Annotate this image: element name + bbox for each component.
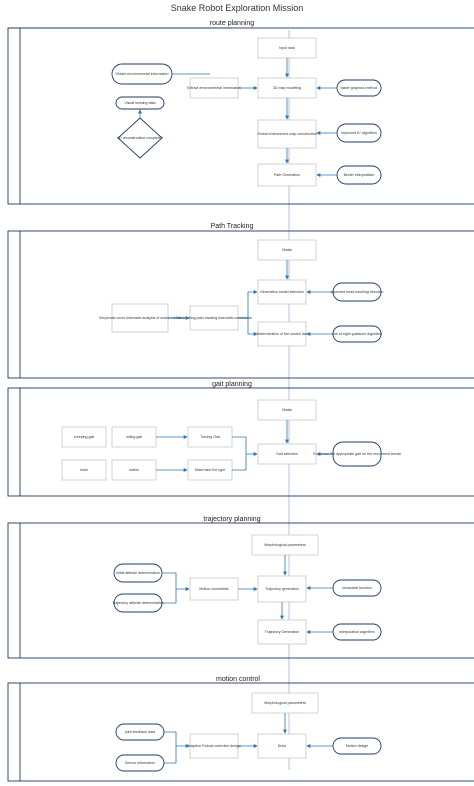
lane-route-planning: route planning Input task Obtain environ… [7, 20, 474, 205]
node-traj-generation [257, 619, 307, 645]
node-interp-label: interpolation algorithm [339, 630, 374, 634]
lane-trajectory-planning: trajectory planning Morphological parame… [7, 516, 474, 659]
node-incline-label: incline [129, 468, 139, 472]
lane-title-motion: motion control [216, 676, 260, 683]
node-rolling-label: rolling gait [126, 435, 142, 439]
node-los-label: line-of-sight guidance algorithm [332, 332, 382, 336]
node-drive-label: Drive [278, 744, 286, 748]
node-twist [61, 459, 107, 481]
node-serpenoid-label: Serpenoid curve kinematic analysis of sn… [99, 316, 181, 320]
node-morph-params-label: Morphological parameters [264, 543, 306, 547]
arrow-sensor-to-ctrl [164, 746, 177, 764]
arrow-type-to-select [232, 454, 247, 471]
arrow-initial-to-constraints [162, 572, 190, 591]
node-morph-params-2-label: Morphological parameters [264, 701, 306, 705]
node-path-gen [257, 163, 317, 187]
node-creeping [61, 426, 107, 448]
node-astar-label: improved A* algorithm [341, 131, 376, 135]
lane-gait-planning: gait planning Obtain creeping gait rolli… [7, 381, 474, 497]
lane-title-route: route planning [210, 20, 254, 27]
node-head-direction-label: expected head traveling direction [331, 290, 384, 294]
node-robust-controller-label: Adaptive Robust controller design [187, 744, 241, 748]
node-gait-obtain-label: Obtain [282, 408, 293, 412]
node-control-law [257, 321, 307, 347]
node-extract-env-label: Extract environmental information [187, 86, 241, 90]
node-input-task-label: Input task [279, 46, 295, 50]
node-drive [257, 733, 307, 759]
node-sensor-info-label: Sensor information [125, 761, 155, 765]
node-twist-label: twist [80, 468, 87, 472]
node-path-gen-label: Path Generation [274, 173, 300, 177]
node-global-map [257, 119, 317, 149]
node-traj-generation-label: Trajectory Generation [265, 630, 300, 634]
node-serpenoid [111, 303, 169, 333]
node-traj-gen-small-label: Trajectory generation [265, 587, 299, 591]
arrow-joint-to-ctrl [164, 731, 190, 748]
node-sinusoidal-label: sinusoidal function [342, 586, 372, 590]
node-global-map-label: Global environment map construction [257, 132, 317, 136]
node-gait-select [257, 443, 317, 465]
node-3d-complete-label: 3D reconstruction complete? [117, 136, 163, 140]
node-motion-constraints-label: Motion constraints [199, 587, 228, 591]
node-terrain-label: To choose the appropriate gait for the m… [313, 452, 402, 456]
node-constraints [189, 305, 239, 331]
node-3d-complete [117, 117, 163, 159]
node-visual-data-label: Visual sensing data [124, 101, 155, 105]
arrow-constr-to-kin [238, 290, 258, 319]
lane-title-gait: gait planning [212, 381, 252, 388]
lane-path-tracking: Path Tracking Obtain Kinematics model se… [7, 223, 474, 379]
node-3d-map-label: 3D map modeling [273, 86, 301, 90]
arrow-attitude-to-constraints [162, 589, 177, 604]
arrow-turning-to-select [232, 436, 258, 456]
node-raster-label: raster graphics method [341, 86, 378, 90]
arrow-constr-to-law [247, 318, 258, 336]
node-turning-label: Turning Gait [200, 435, 220, 439]
node-kinematics [257, 279, 307, 305]
lane-motion-control: motion control Morphological parameters … [7, 676, 474, 782]
node-type-label: Determine the type [195, 468, 225, 472]
node-visual-data [115, 96, 165, 110]
node-motion-design-label: Motion design [346, 744, 368, 748]
diagram-title: Snake Robot Exploration Mission [171, 3, 304, 13]
node-traj-gen-small [257, 575, 307, 603]
node-bezier-label: Bezier interpolation [344, 173, 375, 177]
node-creeping-label: creeping gait [74, 435, 95, 439]
lane-title-trajectory: trajectory planning [203, 516, 260, 523]
lane-title-tracking: Path Tracking [211, 223, 254, 230]
node-traj-attitude-label: Trajectory attitude determination [112, 601, 163, 605]
node-initial-attitude-label: initial attitude determination [116, 571, 160, 575]
node-gait-select-label: Gait selection [276, 452, 298, 456]
node-obtain-env-label: Obtain environmental information [116, 72, 169, 76]
node-control-law-label: Determination of the control law [257, 332, 308, 336]
node-constraints-label: Establishing path tracking kinematic con… [176, 316, 252, 320]
node-joint-feedback-label: joint feedback data [124, 730, 155, 734]
node-kinematics-label: Kinematics model selection [260, 290, 304, 294]
node-pt-obtain-label: Obtain [282, 248, 293, 252]
